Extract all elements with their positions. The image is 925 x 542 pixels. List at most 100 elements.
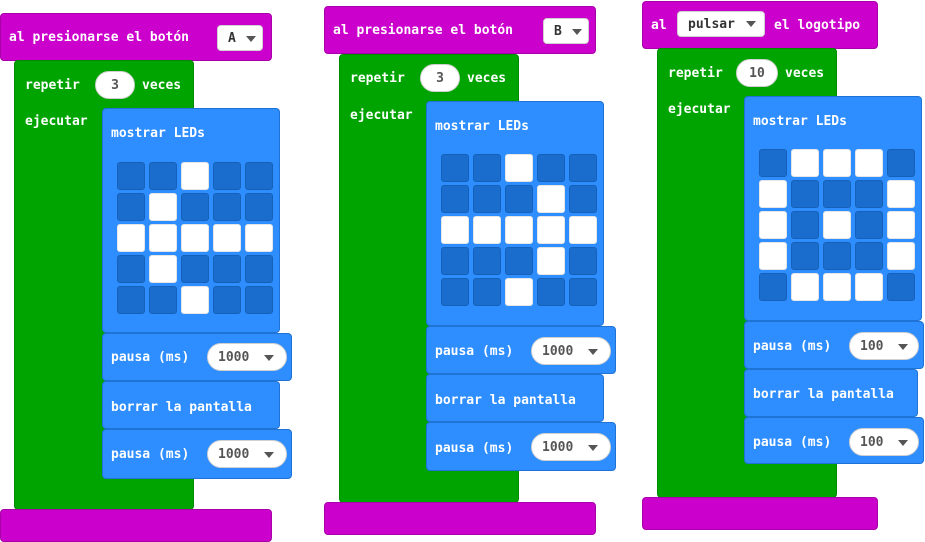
led-on[interactable]: [823, 273, 851, 301]
led-on[interactable]: [149, 224, 177, 252]
led-off[interactable]: [537, 278, 565, 306]
pause-block[interactable]: pausa (ms) 1000: [426, 422, 616, 471]
led-off[interactable]: [117, 255, 145, 283]
led-off[interactable]: [213, 255, 241, 283]
led-on[interactable]: [505, 154, 533, 182]
pause-dropdown[interactable]: 100: [849, 332, 919, 360]
pause-dropdown[interactable]: 1000: [207, 440, 287, 468]
led-on[interactable]: [537, 216, 565, 244]
led-off[interactable]: [887, 149, 915, 177]
led-off[interactable]: [473, 278, 501, 306]
led-on[interactable]: [855, 273, 883, 301]
led-off[interactable]: [473, 154, 501, 182]
pause-dropdown[interactable]: 1000: [207, 343, 287, 371]
led-off[interactable]: [181, 193, 209, 221]
led-off[interactable]: [473, 247, 501, 275]
led-off[interactable]: [887, 273, 915, 301]
led-off[interactable]: [117, 193, 145, 221]
pause-block[interactable]: pausa (ms) 1000: [102, 333, 292, 381]
led-off[interactable]: [181, 255, 209, 283]
led-on[interactable]: [887, 180, 915, 208]
led-off[interactable]: [823, 180, 851, 208]
led-on[interactable]: [537, 247, 565, 275]
pause-block[interactable]: pausa (ms) 100: [744, 321, 924, 369]
led-off[interactable]: [441, 185, 469, 213]
show-leds-block[interactable]: mostrar LEDs: [102, 108, 280, 333]
clear-screen-block[interactable]: borrar la pantalla: [102, 381, 280, 429]
led-on[interactable]: [245, 224, 273, 252]
led-on[interactable]: [537, 185, 565, 213]
pause-dropdown[interactable]: 1000: [531, 337, 611, 365]
led-on[interactable]: [117, 224, 145, 252]
led-off[interactable]: [245, 286, 273, 314]
clear-screen-block[interactable]: borrar la pantalla: [426, 374, 604, 422]
led-on[interactable]: [759, 180, 787, 208]
led-off[interactable]: [855, 180, 883, 208]
led-on[interactable]: [149, 255, 177, 283]
led-off[interactable]: [213, 286, 241, 314]
led-off[interactable]: [759, 273, 787, 301]
led-on[interactable]: [887, 242, 915, 270]
led-on[interactable]: [181, 224, 209, 252]
led-on[interactable]: [823, 149, 851, 177]
led-on[interactable]: [823, 211, 851, 239]
led-off[interactable]: [569, 247, 597, 275]
led-off[interactable]: [855, 242, 883, 270]
pause-dropdown[interactable]: 100: [849, 428, 919, 456]
repeat-count-input[interactable]: 3: [420, 64, 460, 92]
led-matrix[interactable]: [441, 154, 597, 306]
pause-dropdown[interactable]: 1000: [531, 433, 611, 461]
led-on[interactable]: [181, 286, 209, 314]
led-off[interactable]: [791, 180, 819, 208]
led-on[interactable]: [181, 162, 209, 190]
led-matrix[interactable]: [759, 149, 915, 301]
led-off[interactable]: [441, 247, 469, 275]
led-on[interactable]: [441, 216, 469, 244]
led-on[interactable]: [473, 216, 501, 244]
repeat-count-input[interactable]: 10: [736, 59, 778, 87]
led-on[interactable]: [505, 278, 533, 306]
led-off[interactable]: [823, 242, 851, 270]
event-block-logo[interactable]: al pulsar el logotipo: [642, 1, 878, 49]
led-on[interactable]: [213, 224, 241, 252]
led-off[interactable]: [855, 211, 883, 239]
led-on[interactable]: [855, 149, 883, 177]
pause-block[interactable]: pausa (ms) 100: [744, 417, 924, 464]
led-off[interactable]: [791, 211, 819, 239]
led-off[interactable]: [149, 286, 177, 314]
led-off[interactable]: [213, 162, 241, 190]
led-off[interactable]: [441, 278, 469, 306]
pause-block[interactable]: pausa (ms) 1000: [426, 326, 616, 374]
led-off[interactable]: [245, 255, 273, 283]
led-off[interactable]: [569, 154, 597, 182]
led-off[interactable]: [791, 242, 819, 270]
led-on[interactable]: [505, 216, 533, 244]
led-off[interactable]: [569, 185, 597, 213]
led-off[interactable]: [759, 149, 787, 177]
led-off[interactable]: [117, 286, 145, 314]
led-off[interactable]: [569, 278, 597, 306]
led-off[interactable]: [505, 185, 533, 213]
led-off[interactable]: [117, 162, 145, 190]
led-on[interactable]: [149, 193, 177, 221]
led-off[interactable]: [441, 154, 469, 182]
event-block-button-b[interactable]: al presionarse el botón B: [324, 6, 596, 54]
led-off[interactable]: [213, 193, 241, 221]
led-off[interactable]: [245, 162, 273, 190]
button-dropdown[interactable]: A: [217, 25, 263, 51]
show-leds-block[interactable]: mostrar LEDs: [426, 101, 604, 326]
led-on[interactable]: [791, 273, 819, 301]
repeat-count-input[interactable]: 3: [95, 71, 135, 99]
led-off[interactable]: [245, 193, 273, 221]
led-off[interactable]: [149, 162, 177, 190]
clear-screen-block[interactable]: borrar la pantalla: [744, 369, 918, 417]
led-on[interactable]: [759, 242, 787, 270]
led-on[interactable]: [791, 149, 819, 177]
gesture-dropdown[interactable]: pulsar: [677, 11, 765, 37]
led-on[interactable]: [759, 211, 787, 239]
pause-block[interactable]: pausa (ms) 1000: [102, 429, 292, 479]
event-block-button-a[interactable]: al presionarse el botón A: [0, 13, 272, 61]
led-off[interactable]: [505, 247, 533, 275]
led-matrix[interactable]: [117, 162, 273, 314]
led-on[interactable]: [887, 211, 915, 239]
